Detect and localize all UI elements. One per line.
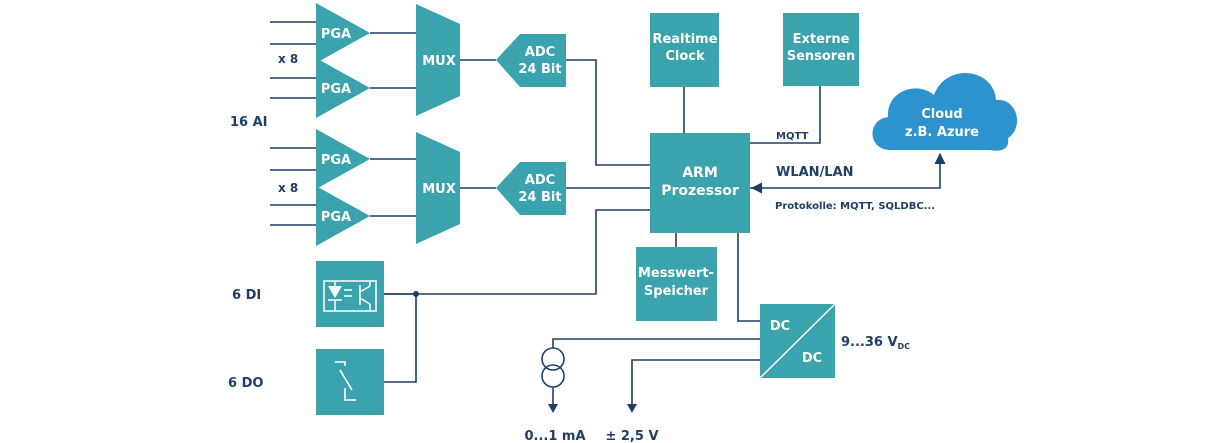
svg-text:DC: DC xyxy=(802,351,822,366)
multiplier-label: x 8 xyxy=(278,181,298,195)
svg-text:24 Bit: 24 Bit xyxy=(518,62,561,77)
svg-text:ADC: ADC xyxy=(525,45,555,60)
dcdc-output-wires xyxy=(552,338,760,408)
svg-text:24 Bit: 24 Bit xyxy=(518,190,561,205)
svg-text:Prozessor: Prozessor xyxy=(661,183,739,199)
pga-block: PGA xyxy=(316,186,370,246)
arm-processor-block: ARM Prozessor xyxy=(650,133,750,233)
svg-text:ARM: ARM xyxy=(682,165,718,181)
supply-voltage-label: 9...36 VDC xyxy=(841,335,910,351)
svg-text:Cloud: Cloud xyxy=(921,107,963,122)
mux-to-adc-wires xyxy=(460,59,496,189)
multiplier-label: x 8 xyxy=(278,52,298,66)
relay-switch-icon xyxy=(335,361,356,401)
external-sensors-block: Externe Sensoren xyxy=(783,13,859,86)
voltage-output-label: ± 2,5 V xyxy=(605,429,658,443)
protocols-label: Protokolle: MQTT, SQLDBC... xyxy=(775,201,935,212)
memory-block: Messwert- Speicher xyxy=(636,247,717,321)
network-link xyxy=(750,152,946,189)
cpu-peripheral-wires xyxy=(675,86,821,322)
svg-text:ADC: ADC xyxy=(525,173,555,188)
junction-dot xyxy=(413,291,419,297)
network-label: WLAN/LAN xyxy=(776,165,854,180)
svg-text:MUX: MUX xyxy=(422,182,456,197)
svg-text:PGA: PGA xyxy=(321,82,351,97)
pga-block: PGA xyxy=(316,129,370,189)
svg-text:PGA: PGA xyxy=(321,153,351,168)
digital-input-block xyxy=(316,261,384,327)
svg-text:Speicher: Speicher xyxy=(644,284,709,299)
svg-text:PGA: PGA xyxy=(321,210,351,225)
digital-outputs-label: 6 DO xyxy=(228,376,263,391)
svg-text:Externe: Externe xyxy=(793,32,850,47)
cloud-shape: Cloud z.B. Azure xyxy=(872,72,1018,151)
mqtt-label: MQTT xyxy=(776,131,809,142)
digital-output-block xyxy=(316,349,384,415)
mux-block: MUX xyxy=(416,4,460,116)
dcdc-converter-block: DC DC xyxy=(759,303,836,379)
svg-text:Sensoren: Sensoren xyxy=(787,49,856,64)
svg-text:MUX: MUX xyxy=(422,54,456,69)
to-cpu-wires xyxy=(384,59,650,383)
current-source-icon xyxy=(541,347,565,388)
ground-arrow-icon xyxy=(627,404,637,413)
svg-text:z.B. Azure: z.B. Azure xyxy=(905,125,979,140)
current-output-arrow-icon xyxy=(548,404,558,413)
svg-text:Clock: Clock xyxy=(665,49,705,64)
adc-block: ADC 24 Bit xyxy=(496,162,566,215)
pga-block: PGA xyxy=(316,3,370,63)
analog-inputs-label: 16 AI xyxy=(230,115,268,130)
adc-block: ADC 24 Bit xyxy=(496,34,566,87)
pga-to-mux-wires xyxy=(370,32,416,217)
svg-text:DC: DC xyxy=(770,319,790,334)
realtime-clock-block: Realtime Clock xyxy=(650,13,719,87)
optocoupler-icon xyxy=(323,280,377,312)
digital-inputs-label: 6 DI xyxy=(232,288,261,303)
pga-input-wires xyxy=(270,21,316,226)
svg-text:PGA: PGA xyxy=(321,27,351,42)
mux-block: MUX xyxy=(416,132,460,244)
svg-text:Realtime: Realtime xyxy=(652,32,717,47)
svg-text:Messwert-: Messwert- xyxy=(638,266,714,281)
pga-block: PGA xyxy=(316,58,370,118)
current-output-label: 0...1 mA xyxy=(524,429,585,443)
